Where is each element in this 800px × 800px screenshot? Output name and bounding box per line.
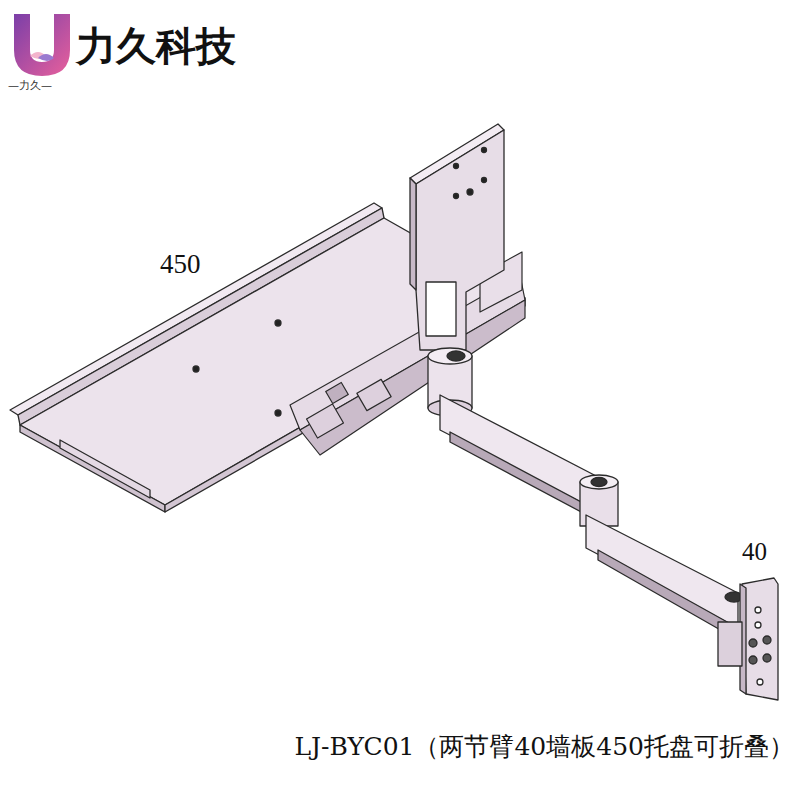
brand-tagline: —力久— xyxy=(8,80,52,92)
dimension-label: 40 xyxy=(742,538,767,566)
brand-name: 力久科技 xyxy=(76,24,236,68)
logo-mark xyxy=(14,14,70,76)
dimension-label: 450 xyxy=(160,250,201,280)
wall-plate xyxy=(718,578,778,700)
mount-plate xyxy=(410,124,504,350)
caption: LJ-BYC01（两节臂40墙板450托盘可折叠） xyxy=(294,733,794,761)
arm xyxy=(428,348,743,640)
